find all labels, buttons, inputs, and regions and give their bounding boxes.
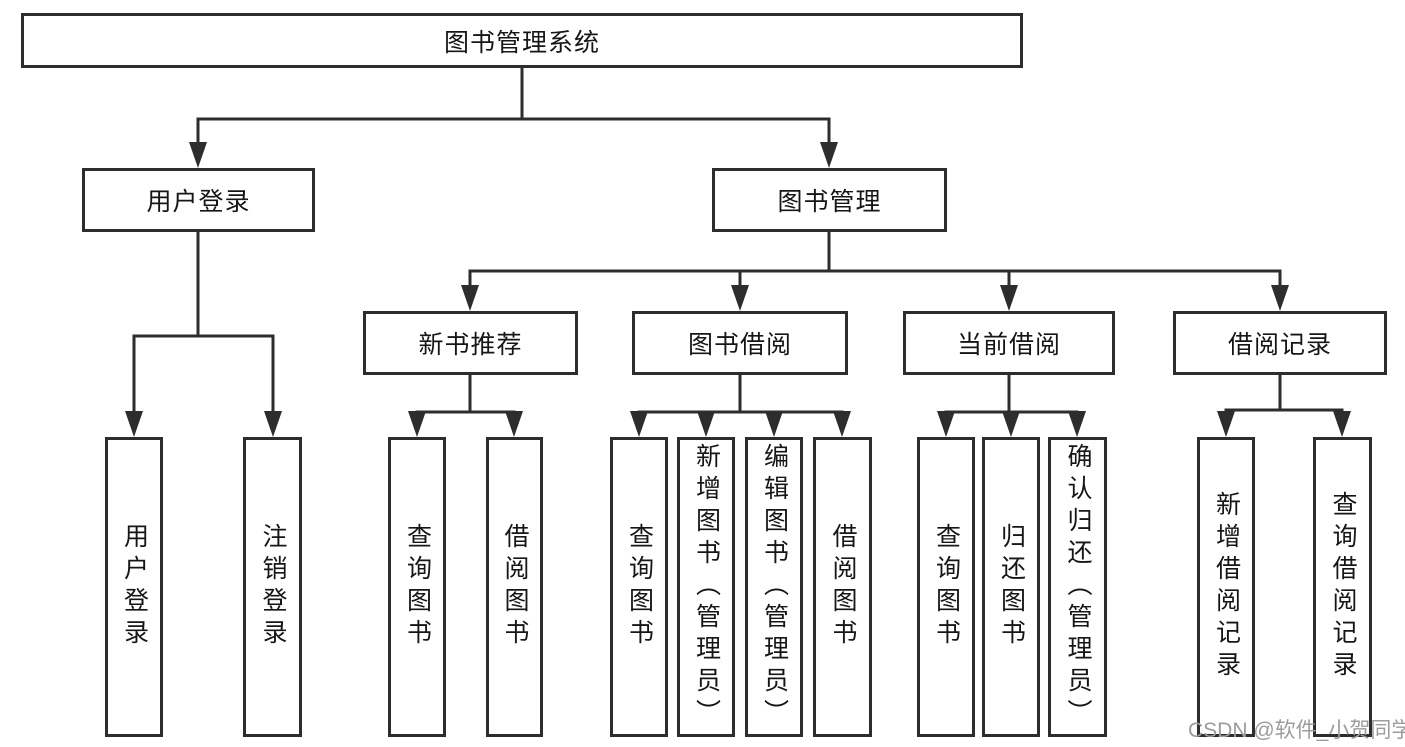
node-borrowing-records: 借阅记录 — [1173, 311, 1387, 375]
node-user-login-group: 用户登录 — [82, 168, 315, 232]
node-label: 借阅图书 — [829, 523, 857, 651]
arrow-down-icon — [264, 411, 282, 437]
connector-borrow-records-to-leaves — [1217, 373, 1351, 437]
connector-book-borrow-to-leaves — [630, 373, 851, 437]
node-label: 用户登录 — [146, 188, 251, 216]
node-leaf-logout: 注销登录 — [243, 437, 302, 737]
connector-root-to-level2 — [189, 66, 838, 168]
arrow-down-icon — [189, 142, 207, 168]
node-leaf-add-book-admin: 新增图书（管理员） — [677, 437, 735, 737]
arrow-down-icon — [731, 285, 749, 311]
arrow-down-icon — [1002, 411, 1020, 437]
node-label: 归还图书 — [997, 523, 1026, 651]
node-leaf-return-books: 归还图书 — [982, 437, 1040, 737]
node-leaf-user-login: 用户登录 — [105, 437, 163, 737]
node-label: 新增借阅记录 — [1212, 491, 1241, 683]
arrow-down-icon — [1333, 411, 1351, 437]
arrow-down-icon — [1217, 411, 1235, 437]
arrow-down-icon — [697, 411, 715, 437]
node-new-book-recommend: 新书推荐 — [363, 311, 578, 375]
node-leaf-borrow-books-recommend: 借阅图书 — [486, 437, 543, 737]
arrow-down-icon — [125, 411, 143, 437]
arrow-down-icon — [505, 411, 523, 437]
node-leaf-query-books-borrowing: 查询图书 — [610, 437, 668, 737]
node-label: 当前借阅 — [956, 331, 1061, 359]
arrow-down-icon — [765, 411, 783, 437]
node-label: 注销登录 — [259, 523, 287, 651]
node-label: 查询借阅记录 — [1329, 491, 1357, 683]
node-leaf-add-borrow-record: 新增借阅记录 — [1197, 437, 1255, 737]
node-current-borrowing: 当前借阅 — [903, 311, 1115, 375]
node-leaf-query-books-current: 查询图书 — [917, 437, 975, 737]
connector-new-book-to-leaves — [408, 373, 523, 437]
connector-user-login-to-leaves — [125, 230, 282, 437]
arrow-down-icon — [408, 411, 426, 437]
node-label: 查询图书 — [403, 523, 432, 651]
arrow-down-icon — [461, 285, 479, 311]
connector-book-mgmt-to-level3 — [461, 230, 1289, 311]
node-label: 图书借阅 — [687, 331, 792, 359]
node-library-management-system: 图书管理系统 — [21, 13, 1023, 68]
node-label: 查询图书 — [625, 523, 654, 651]
node-label: 借阅图书 — [501, 523, 529, 651]
arrow-down-icon — [1068, 411, 1086, 437]
node-label: 图书管理 — [777, 188, 882, 216]
arrow-down-icon — [630, 411, 648, 437]
node-label: 借阅记录 — [1227, 331, 1332, 359]
connector-current-borrow-to-leaves — [937, 373, 1086, 437]
node-label: 用户登录 — [120, 523, 149, 651]
csdn-watermark: CSDN @软件_小贺同学 — [1188, 719, 1405, 742]
arrow-down-icon — [1271, 285, 1289, 311]
node-label: 图书管理系统 — [443, 28, 600, 57]
arrow-down-icon — [820, 142, 838, 168]
node-label: 查询图书 — [932, 523, 961, 651]
arrow-down-icon — [937, 411, 955, 437]
arrow-down-icon — [1000, 285, 1018, 311]
node-leaf-borrow-books: 借阅图书 — [813, 437, 872, 737]
node-label: 编辑图书（管理员） — [760, 443, 789, 731]
node-book-management: 图书管理 — [712, 168, 947, 232]
node-leaf-query-books-recommend: 查询图书 — [388, 437, 446, 737]
node-label: 新书推荐 — [418, 331, 523, 359]
node-leaf-confirm-return-admin: 确认归还（管理员） — [1048, 437, 1107, 737]
node-label: 新增图书（管理员） — [692, 443, 721, 731]
arrow-down-icon — [833, 411, 851, 437]
node-leaf-edit-book-admin: 编辑图书（管理员） — [745, 437, 803, 737]
node-book-borrowing: 图书借阅 — [632, 311, 848, 375]
node-label: 确认归还（管理员） — [1064, 443, 1092, 731]
node-leaf-query-borrow-record: 查询借阅记录 — [1313, 437, 1372, 737]
